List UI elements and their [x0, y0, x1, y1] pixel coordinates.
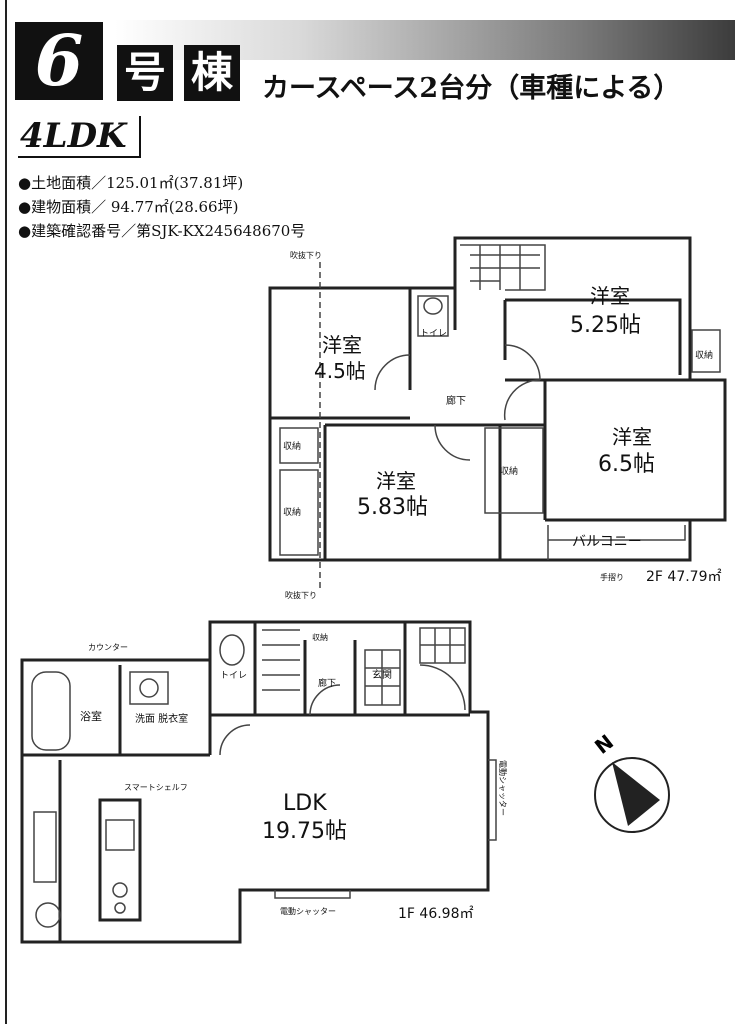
- room-western-c-name: 洋室: [376, 469, 416, 493]
- building-number: 6: [15, 22, 103, 100]
- floor1-hall-label: 廊下: [318, 677, 336, 689]
- shutter-2-label: 電動シャッター: [280, 907, 336, 916]
- floor1-labels: LDK 19.75帖 浴室 洗面 脱衣室 トイレ 廊下 玄関 カウンター スマー…: [80, 632, 507, 922]
- floor1-storage-label: 収納: [312, 632, 328, 642]
- compass-needle-icon: [612, 762, 660, 826]
- room-ldk-name: LDK: [283, 791, 327, 816]
- floor2-storage-3-label: 収納: [500, 465, 518, 477]
- room-western-b-name: 洋室: [590, 284, 630, 308]
- room-washroom-label: 洗面 脱衣室: [135, 712, 188, 725]
- floor2-storage-1-label: 収納: [283, 440, 301, 452]
- label-go: 号: [117, 45, 173, 101]
- floor2-walls: [268, 236, 727, 562]
- compass-north-label: N: [590, 730, 618, 759]
- room-bath-label: 浴室: [80, 709, 102, 723]
- compass: N: [590, 730, 670, 833]
- room-western-d-name: 洋室: [612, 425, 652, 449]
- layout-type: 4LDK: [18, 116, 141, 158]
- floor1-area-label: 1F 46.98㎡: [398, 906, 474, 922]
- room-western-b-size: 5.25帖: [570, 313, 641, 338]
- shutter-1-label: 電動シャッター: [498, 760, 507, 816]
- spec-building-area: ●建物面積／ 94.77㎡(28.66坪): [18, 198, 239, 216]
- room-western-c-size: 5.83帖: [357, 495, 428, 520]
- floor2-storage-2-label: 収納: [283, 506, 301, 518]
- floor2-hall-label: 廊下: [446, 394, 466, 407]
- room-ldk-size: 19.75帖: [262, 819, 347, 844]
- handrail-label: 手摺り: [600, 572, 624, 582]
- floor2-labels: 洋室 4.5帖 洋室 5.25帖 洋室 5.83帖 洋室 6.5帖 廊下 トイレ…: [283, 250, 722, 600]
- page-left-border: [5, 0, 7, 1024]
- spec-confirmation-number: ●建築確認番号／第SJK-KX245648670号: [18, 222, 306, 240]
- floor1-walls: [20, 620, 490, 944]
- floor1-details: [31, 627, 497, 928]
- smart-shelf-label: スマートシェルフ: [124, 783, 188, 792]
- floor2-area-label: 2F 47.79㎡: [646, 569, 722, 585]
- counter-label: カウンター: [88, 643, 128, 652]
- floor2-toilet-label: トイレ: [420, 329, 447, 339]
- spec-land-area: ●土地面積／125.01㎡(37.81坪): [18, 174, 244, 192]
- entrance-label: 玄関: [372, 668, 392, 681]
- floor1-toilet-label: トイレ: [220, 671, 247, 681]
- room-western-a-size: 4.5帖: [314, 359, 366, 383]
- room-western-d-size: 6.5帖: [598, 452, 655, 477]
- loft-note-bottom: 吹抜下り: [285, 590, 317, 600]
- balcony-label: バルコニー: [572, 534, 642, 550]
- loft-note-top: 吹抜下り: [290, 250, 322, 260]
- label-tou: 棟: [184, 45, 240, 101]
- room-western-a-name: 洋室: [322, 333, 362, 357]
- floor2-details: [279, 244, 721, 590]
- parking-note: カースペース2台分（車種による）: [262, 73, 681, 104]
- floor2-storage-4-label: 収納: [695, 349, 713, 361]
